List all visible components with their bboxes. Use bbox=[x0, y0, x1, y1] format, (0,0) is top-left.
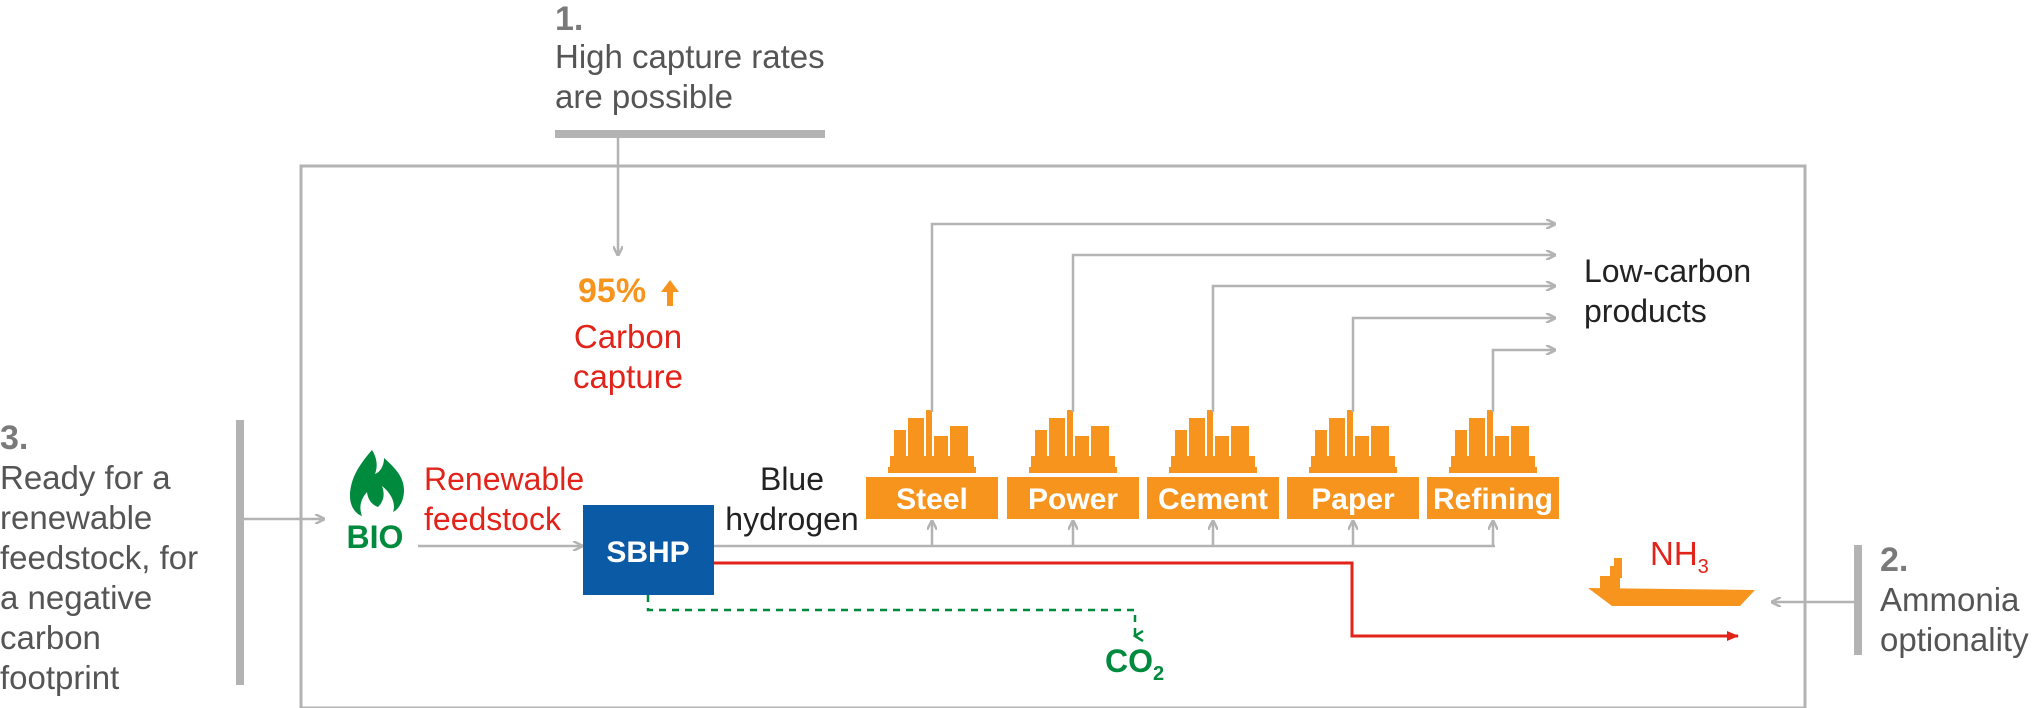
factory-icon bbox=[1449, 410, 1537, 473]
callout-1-line1: High capture rates bbox=[555, 38, 825, 75]
up-arrow-icon bbox=[661, 280, 679, 306]
bio-source: BIO bbox=[347, 450, 404, 555]
product-output-arrow bbox=[930, 224, 1555, 412]
feedstock-line2: feedstock bbox=[424, 501, 562, 537]
callout-3: 3. Ready for a renewable feedstock, for … bbox=[0, 419, 324, 696]
hydrogen-line2: hydrogen bbox=[725, 501, 858, 537]
industries: Steel Power Cement Paper Refining bbox=[866, 224, 1559, 546]
industry-box bbox=[1147, 477, 1279, 519]
industry-refining: Refining bbox=[1427, 350, 1559, 546]
ammonia-main: NH bbox=[1650, 535, 1698, 572]
carbon-capture: 95% Carbon capture bbox=[573, 272, 683, 395]
product-output-arrow bbox=[1071, 255, 1555, 412]
industry-label: Power bbox=[1028, 483, 1118, 516]
capture-line2: capture bbox=[573, 358, 683, 395]
callout-3-line4: a negative bbox=[0, 579, 152, 616]
bio-label: BIO bbox=[347, 519, 404, 555]
co2-main: CO bbox=[1105, 643, 1153, 679]
callout-1-line2: are possible bbox=[555, 78, 733, 115]
industry-steel: Steel bbox=[866, 224, 1555, 546]
industry-box bbox=[1287, 477, 1419, 519]
industry-label: Cement bbox=[1158, 483, 1268, 516]
factory-icon bbox=[1309, 410, 1397, 473]
capture-percent: 95% bbox=[578, 272, 646, 310]
product-output-arrow bbox=[1211, 286, 1555, 412]
products-line1: Low-carbon bbox=[1584, 253, 1751, 289]
product-output-arrow bbox=[1491, 350, 1555, 412]
callout-1-bar bbox=[555, 130, 825, 138]
ammonia-label: NH3 bbox=[1650, 535, 1709, 578]
callout-2: 2. Ammonia optionality bbox=[1772, 541, 2029, 658]
callout-3-line2: renewable bbox=[0, 499, 152, 536]
co2-route bbox=[646, 595, 1135, 636]
callout-3-line5: carbon bbox=[0, 619, 101, 656]
ship-icon bbox=[1588, 558, 1755, 606]
callout-1-number: 1. bbox=[555, 0, 583, 38]
product-output-arrow bbox=[1351, 318, 1555, 412]
industry-cement: Cement bbox=[1147, 286, 1555, 546]
callout-2-line2: optionality bbox=[1880, 621, 2029, 658]
co2-sub: 2 bbox=[1153, 663, 1164, 685]
feedstock-line1: Renewable bbox=[424, 461, 584, 497]
factory-icon bbox=[1169, 410, 1257, 473]
main-frame bbox=[299, 164, 1807, 708]
flame-icon bbox=[350, 450, 404, 516]
capture-line1: Carbon bbox=[574, 318, 682, 355]
callout-2-bar bbox=[1854, 545, 1862, 655]
hydrogen-line1: Blue bbox=[760, 461, 824, 497]
factory-icon bbox=[1029, 410, 1117, 473]
ammonia-route bbox=[714, 561, 1739, 641]
ammonia-sub: 3 bbox=[1698, 556, 1709, 578]
industry-label: Paper bbox=[1311, 483, 1395, 516]
sbhp-label: SBHP bbox=[606, 536, 689, 569]
sbhp-box: SBHP bbox=[583, 505, 714, 595]
factory-icon bbox=[888, 410, 976, 473]
industry-power: Power bbox=[1007, 255, 1555, 546]
industry-box bbox=[866, 477, 998, 519]
callout-2-number: 2. bbox=[1880, 541, 1908, 579]
callout-2-line1: Ammonia bbox=[1880, 581, 2020, 618]
callout-1: 1. High capture rates are possible bbox=[555, 0, 825, 255]
industry-label: Steel bbox=[896, 483, 968, 516]
products-line2: products bbox=[1584, 293, 1707, 329]
callout-3-line6: footprint bbox=[0, 659, 119, 696]
callout-3-line3: feedstock, for bbox=[0, 539, 198, 576]
callout-3-number: 3. bbox=[0, 419, 28, 457]
industry-box bbox=[1007, 477, 1139, 519]
industry-box bbox=[1427, 477, 1559, 519]
callout-3-line1: Ready for a bbox=[0, 459, 171, 496]
industry-label: Refining bbox=[1433, 483, 1553, 516]
industry-paper: Paper bbox=[1287, 318, 1555, 546]
co2-label: CO2 bbox=[1105, 643, 1164, 685]
callout-3-bar bbox=[236, 420, 244, 685]
